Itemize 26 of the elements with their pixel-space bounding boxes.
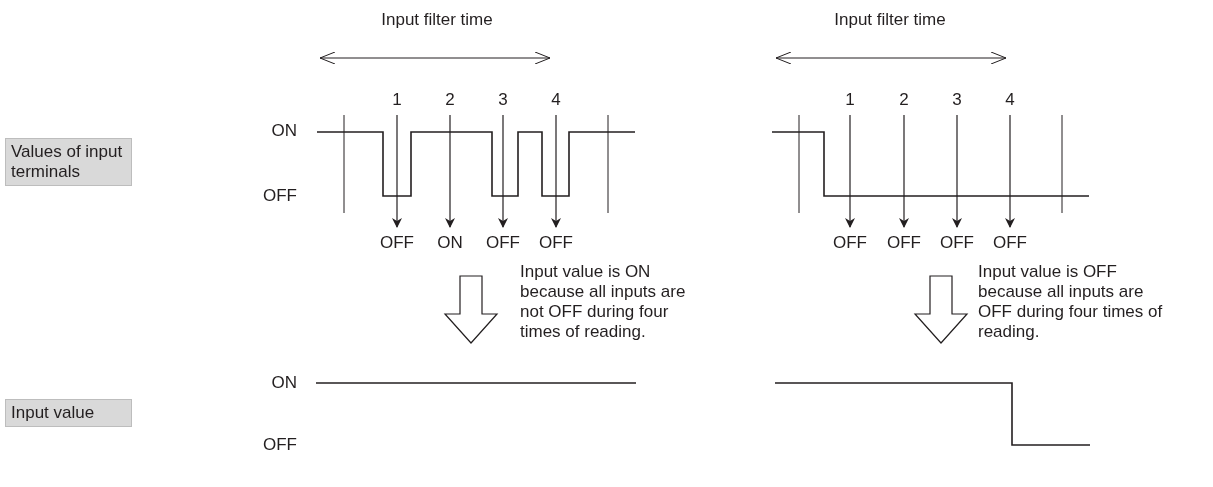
sample-number: 1 [392,90,402,110]
reading-result: OFF [887,233,921,253]
reading-result: OFF [940,233,974,253]
reading-result: OFF [833,233,867,253]
reading-result: ON [437,233,463,253]
reading-result: OFF [993,233,1027,253]
state-label: OFF [263,186,297,206]
signal-label-box: Input value [5,399,132,427]
signal-label-box: Values of input terminals [5,138,132,186]
reading-result: OFF [539,233,573,253]
state-label: ON [271,373,297,393]
sample-number: 2 [899,90,909,110]
sample-number: 4 [551,90,561,110]
sample-number: 4 [1005,90,1015,110]
filter-time-label: Input filter time [834,10,946,30]
note-text: Input value is ON because all inputs are not OFF during four times of reading. [520,262,687,342]
note-text: Input value is OFF because all inputs are OFF during four times of reading. [978,262,1164,342]
sample-number: 3 [952,90,962,110]
sample-number: 2 [445,90,455,110]
state-label: OFF [263,435,297,455]
filter-time-label: Input filter time [381,10,493,30]
state-label: ON [271,121,297,141]
reading-result: OFF [380,233,414,253]
sample-number: 3 [498,90,508,110]
reading-result: OFF [486,233,520,253]
sample-number: 1 [845,90,855,110]
